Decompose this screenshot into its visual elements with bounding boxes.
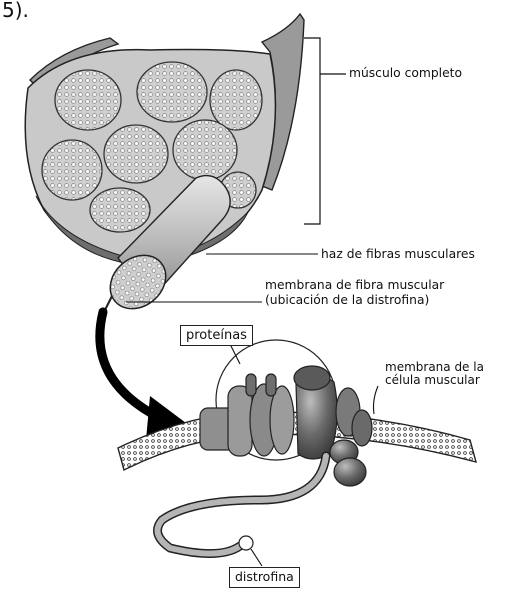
protein-bulb xyxy=(334,458,366,486)
protein-strut xyxy=(266,374,276,396)
label-membrana-celula-line1: membrana de la xyxy=(385,361,484,374)
protein-small xyxy=(352,410,372,446)
label-haz-de-fibras: haz de fibras musculares xyxy=(321,247,475,262)
leader-membrana-celula xyxy=(374,386,379,414)
fascicle xyxy=(137,62,207,122)
label-membrana-fibra-line2: (ubicación de la distrofina) xyxy=(265,293,444,308)
protein-top xyxy=(294,366,330,390)
label-musculo-completo: músculo completo xyxy=(349,66,462,81)
protein-strut xyxy=(246,374,256,396)
label-membrana-fibra: membrana de fibra muscular (ubicación de… xyxy=(265,278,444,307)
caption-fragment: 5). xyxy=(2,0,29,23)
whole-muscle-illustration xyxy=(25,14,304,320)
label-membrana-fibra-line1: membrana de fibra muscular xyxy=(265,278,444,293)
muscle-bracket xyxy=(304,38,346,224)
label-membrana-celula-line2: célula muscular xyxy=(385,374,484,387)
protein-ring xyxy=(270,386,294,454)
fascicle xyxy=(55,70,121,130)
fascicle xyxy=(210,70,262,130)
fascicle xyxy=(90,188,150,232)
label-membrana-celula: membrana de la célula muscular xyxy=(385,361,484,387)
label-proteinas: proteínas xyxy=(180,325,253,346)
protein-block xyxy=(228,386,252,456)
leader-distrofina xyxy=(251,549,262,566)
fascicle xyxy=(173,120,237,180)
fascicle xyxy=(42,140,102,200)
dystrophin-marker xyxy=(239,536,253,550)
label-distrofina: distrofina xyxy=(229,567,300,588)
fascicle xyxy=(104,125,168,183)
